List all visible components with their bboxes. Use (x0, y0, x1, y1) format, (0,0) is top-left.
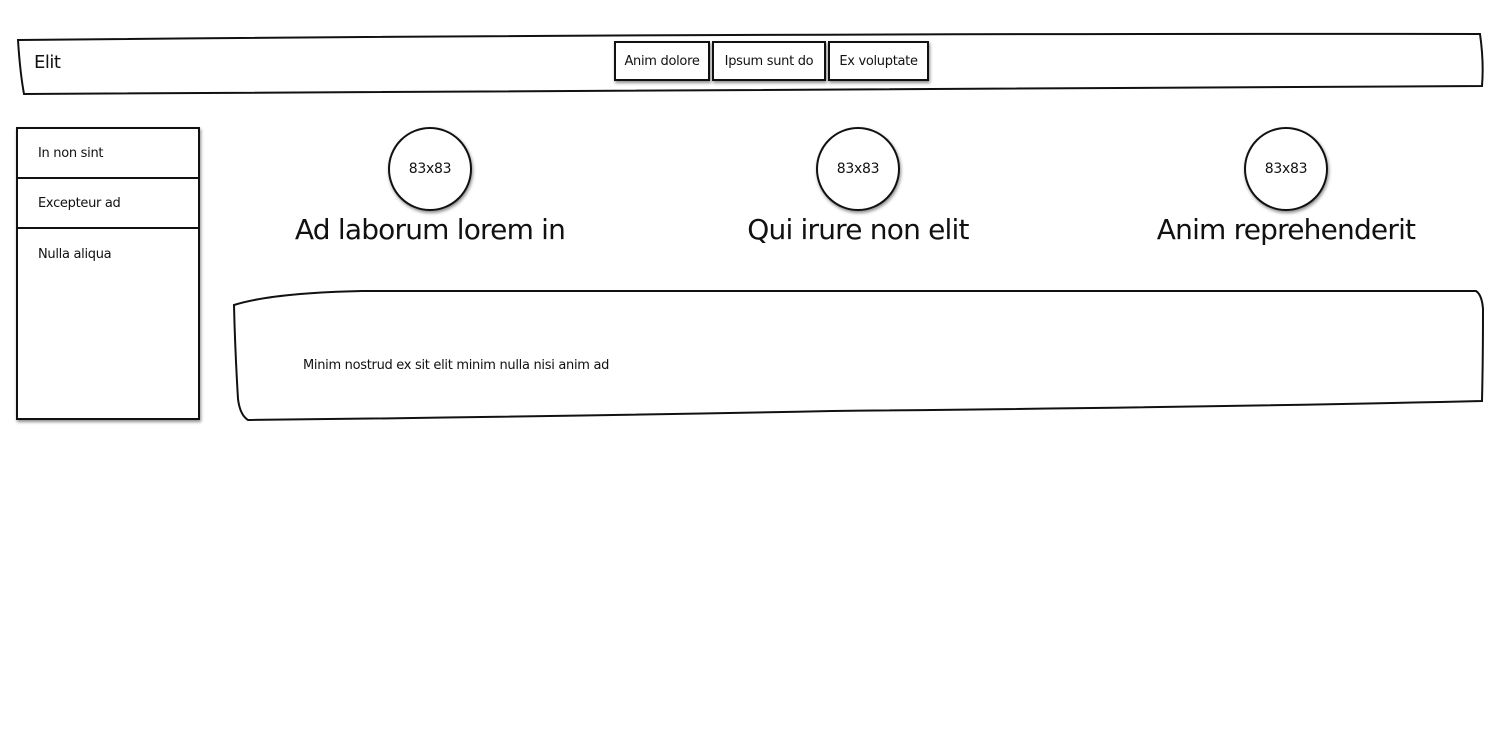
content-frame (232, 289, 1484, 422)
feature-image-placeholder: 83x83 (1244, 127, 1328, 211)
nav-button-group: Anim dolore Ipsum sunt do Ex voluptate (614, 41, 929, 81)
feature-image-placeholder: 83x83 (816, 127, 900, 211)
brand-logo[interactable]: Elit (34, 52, 61, 73)
feature-column: 83x83 Anim reprehenderit (1121, 127, 1451, 246)
nav-button-ipsum-sunt-do[interactable]: Ipsum sunt do (712, 41, 826, 81)
nav-button-ex-voluptate[interactable]: Ex voluptate (828, 41, 929, 81)
sidebar-item-nulla-aliqua[interactable]: Nulla aliqua (38, 246, 112, 262)
sidebar-item-in-non-sint[interactable]: In non sint (18, 129, 198, 179)
feature-title: Qui irure non elit (747, 213, 969, 246)
content-panel: Minim nostrud ex sit elit minim nulla ni… (232, 289, 1484, 422)
sidebar-item-excepteur-ad[interactable]: Excepteur ad (18, 179, 198, 229)
feature-column: 83x83 Qui irure non elit (693, 127, 1023, 246)
feature-title: Ad laborum lorem in (294, 213, 566, 246)
nav-button-anim-dolore[interactable]: Anim dolore (614, 41, 710, 81)
content-text: Minim nostrud ex sit elit minim nulla ni… (303, 358, 610, 373)
feature-title: Anim reprehenderit (1156, 213, 1416, 246)
sidebar-menu: In non sint Excepteur ad Nulla aliqua (16, 127, 200, 420)
feature-image-placeholder: 83x83 (388, 127, 472, 211)
feature-column: 83x83 Ad laborum lorem in (265, 127, 595, 246)
top-nav-bar: Elit Anim dolore Ipsum sunt do Ex volupt… (16, 32, 1484, 96)
